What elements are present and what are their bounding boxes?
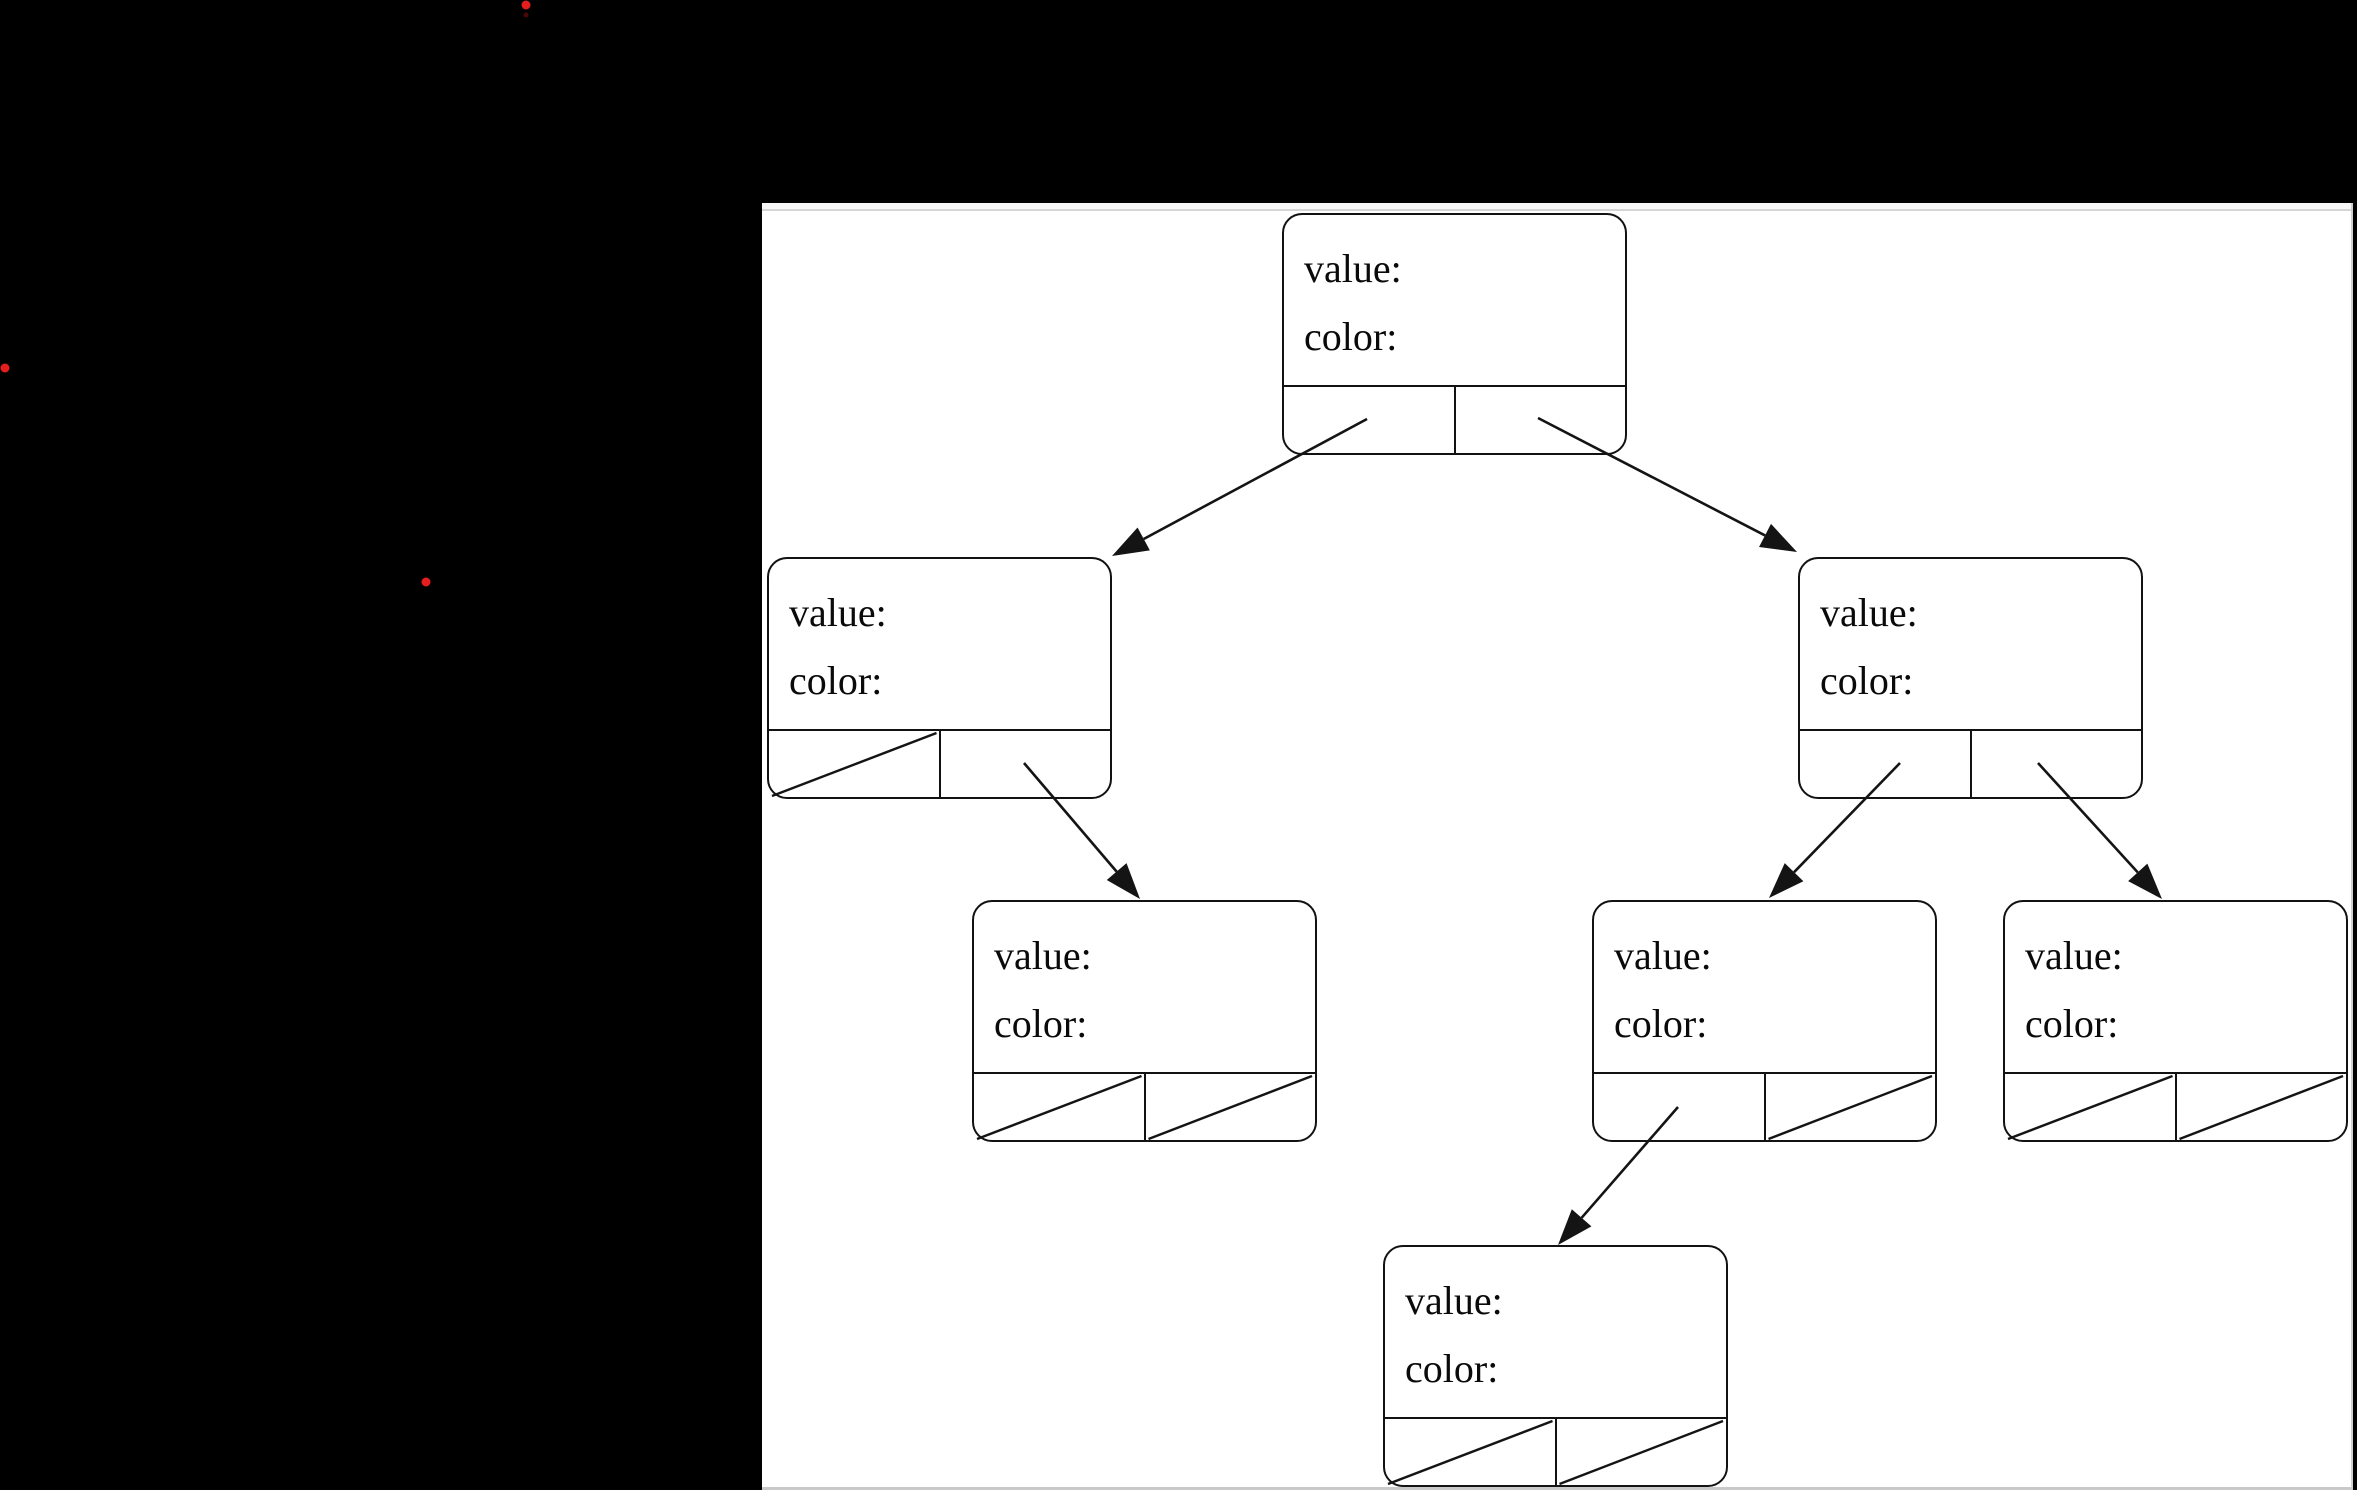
color-label: color: <box>994 1001 1088 1046</box>
right-pointer-cell <box>2177 1074 2347 1141</box>
value-label: value: <box>994 933 1092 978</box>
left-pointer-cell <box>1594 1073 1766 1140</box>
value-label: value: <box>1304 246 1402 291</box>
color-label: color: <box>1820 658 1914 703</box>
right-pointer-cell <box>941 731 1111 798</box>
tree-node-root: value: color: <box>1282 213 1627 455</box>
left-pointer-cell <box>2005 1073 2177 1140</box>
tree-node-right-child: value: color: <box>1798 557 2143 799</box>
right-pointer-cell <box>1557 1419 1727 1486</box>
pointer-row <box>974 1071 1316 1141</box>
red-dot-3 <box>0 363 10 373</box>
left-pointer-cell <box>1800 730 1972 797</box>
pointer-row <box>2005 1071 2347 1141</box>
color-label: color: <box>789 658 883 703</box>
page-top-edge <box>762 203 2351 211</box>
tree-node-left-child: value: color: <box>767 557 1112 799</box>
color-label: color: <box>1304 314 1398 359</box>
value-label: value: <box>2025 933 2123 978</box>
right-pointer-cell <box>1456 387 1626 454</box>
right-pointer-cell <box>1146 1074 1316 1141</box>
value-label: value: <box>1405 1278 1503 1323</box>
tree-node-great-grandchild: value: color: <box>1383 1245 1728 1487</box>
left-pointer-cell <box>1284 386 1456 453</box>
pointer-row <box>1385 1416 1727 1486</box>
pointer-row <box>1594 1071 1936 1141</box>
color-label: color: <box>1405 1346 1499 1391</box>
tree-node-left-right-grandchild: value: color: <box>972 900 1317 1142</box>
right-pointer-cell <box>1972 731 2142 798</box>
left-pointer-cell <box>769 730 941 797</box>
right-pointer-cell <box>1766 1074 1936 1141</box>
pointer-row <box>1284 384 1626 454</box>
tree-node-right-left-grandchild: value: color: <box>1592 900 1937 1142</box>
left-pointer-cell <box>974 1073 1146 1140</box>
color-label: color: <box>2025 1001 2119 1046</box>
red-dot-2 <box>523 12 529 18</box>
value-label: value: <box>1614 933 1712 978</box>
pointer-row <box>1800 728 2142 798</box>
value-label: value: <box>789 590 887 635</box>
red-dot-4 <box>421 577 431 587</box>
color-label: color: <box>1614 1001 1708 1046</box>
tree-node-right-right-grandchild: value: color: <box>2003 900 2348 1142</box>
red-dot-1 <box>521 0 531 10</box>
left-pointer-cell <box>1385 1418 1557 1485</box>
value-label: value: <box>1820 590 1918 635</box>
pointer-row <box>769 728 1111 798</box>
